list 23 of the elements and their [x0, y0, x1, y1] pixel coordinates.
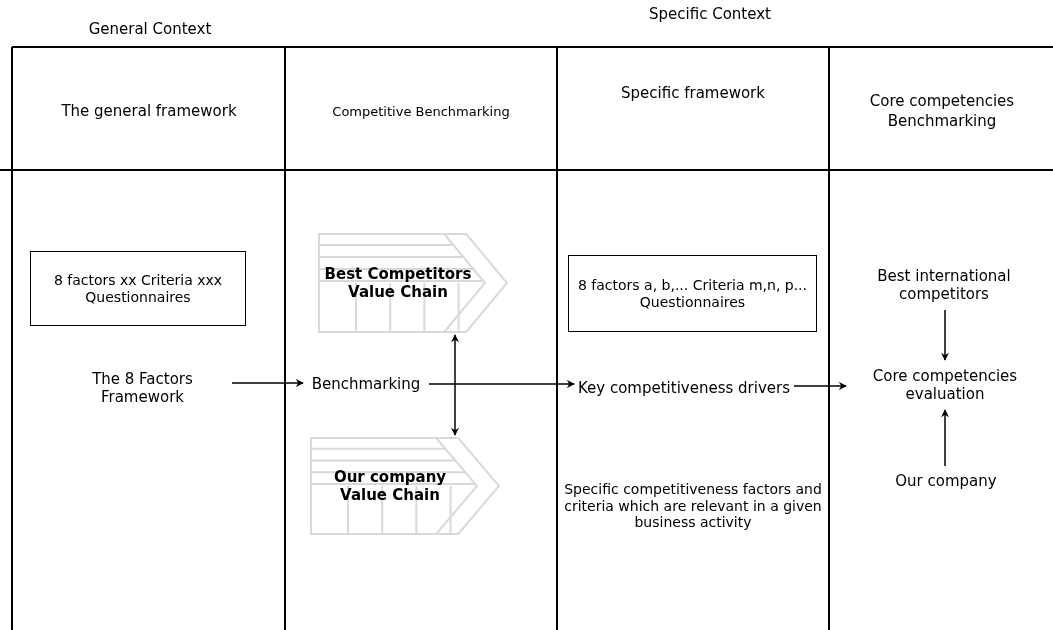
column-heading: Core competencies Benchmarking — [868, 92, 1016, 131]
arrow — [451, 334, 459, 436]
note-text: Specific competitiveness factors and criteria which are relevant in a given business activity — [562, 458, 824, 554]
arrow — [941, 309, 949, 361]
flow-text: Benchmarking — [305, 372, 427, 396]
value-chain-chevron: Our company Value Chain — [310, 437, 500, 535]
arrow — [793, 382, 847, 390]
flow-text: The 8 Factors Framework — [55, 364, 230, 412]
flow-text: Core competencies evaluation — [848, 362, 1042, 408]
context-heading: Specific Context — [648, 5, 772, 25]
factor-box: 8 factors xx Criteria xxx Questionnaires — [30, 251, 246, 326]
column-heading: Specific framework — [620, 84, 766, 104]
column-heading: Competitive Benchmarking — [331, 104, 511, 121]
column-heading: The general framework — [60, 102, 238, 122]
arrow — [231, 379, 304, 387]
flow-text: Best international competitors — [848, 262, 1040, 308]
arrow — [941, 409, 949, 467]
flow-text: Our company — [872, 468, 1020, 494]
value-chain-chevron: Best Competitors Value Chain — [318, 233, 508, 333]
arrow — [428, 380, 575, 388]
factor-box: 8 factors a, b,... Criteria m,n, p... Questionnaires — [568, 255, 817, 332]
flow-text: Key competitiveness drivers — [576, 366, 792, 410]
context-heading: General Context — [87, 20, 213, 40]
